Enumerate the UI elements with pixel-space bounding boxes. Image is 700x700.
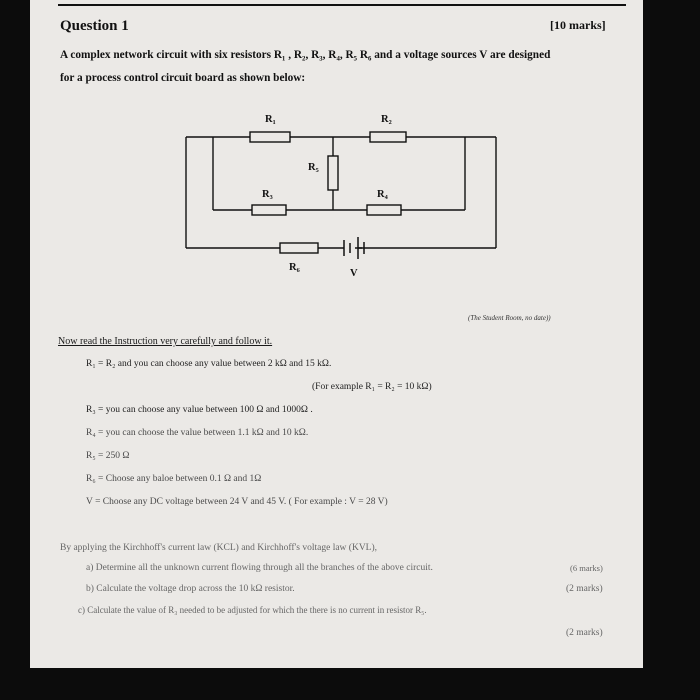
instruction-r1-r2: R₁ = R₂ and you can choose any value bet… [86, 359, 332, 369]
instruction-r3: R₃ = you can choose any value between 10… [86, 405, 313, 415]
resistor-r4 [366, 204, 402, 216]
resistor-r3 [251, 204, 287, 216]
label-v: V [350, 268, 358, 279]
question-marks: [10 marks] [550, 18, 606, 32]
label-r6: R₆ [289, 262, 300, 273]
instructions-heading: Now read the Instruction very carefully … [58, 336, 273, 347]
instruction-r6: R₆ = Choose any baloe between 0.1 Ω and … [86, 474, 262, 484]
resistor-r5 [327, 155, 339, 191]
label-r5: R₅ [308, 162, 319, 173]
task-b: b) Calculate the voltage drop across the… [86, 584, 295, 594]
document-page [30, 0, 643, 668]
task-b-marks: (2 marks) [566, 584, 603, 594]
resistor-r1 [249, 131, 291, 143]
label-r3: R₃ [262, 189, 273, 200]
label-r1: R₁ [265, 114, 276, 125]
resistor-r2 [369, 131, 407, 143]
label-r4: R₄ [377, 189, 388, 200]
instruction-r5: R₅ = 250 Ω [86, 451, 130, 461]
instruction-example-r1-r2: (For example R₁ = R₂ = 10 kΩ) [312, 382, 432, 392]
top-rule [58, 4, 626, 6]
task-a-marks: (6 marks) [570, 563, 603, 573]
question-title: Question 1 [60, 18, 129, 34]
citation: (The Student Room, no date)) [468, 314, 551, 322]
intro-line-2: for a process control circuit board as s… [60, 72, 306, 84]
instruction-r4: R₄ = you can choose the value between 1.… [86, 428, 309, 438]
voltage-source-symbol [343, 237, 365, 259]
resistor-r6 [279, 242, 319, 254]
tasks-intro: By applying the Kirchhoff's current law … [60, 543, 378, 553]
task-c-marks: (2 marks) [566, 628, 603, 638]
label-r2: R₂ [381, 114, 392, 125]
instruction-v: V = Choose any DC voltage between 24 V a… [86, 497, 388, 507]
task-c: c) Calculate the value of R₃ needed to b… [78, 605, 427, 615]
task-a: a) Determine all the unknown current flo… [86, 563, 433, 573]
intro-line-1: A complex network circuit with six resis… [60, 49, 551, 61]
